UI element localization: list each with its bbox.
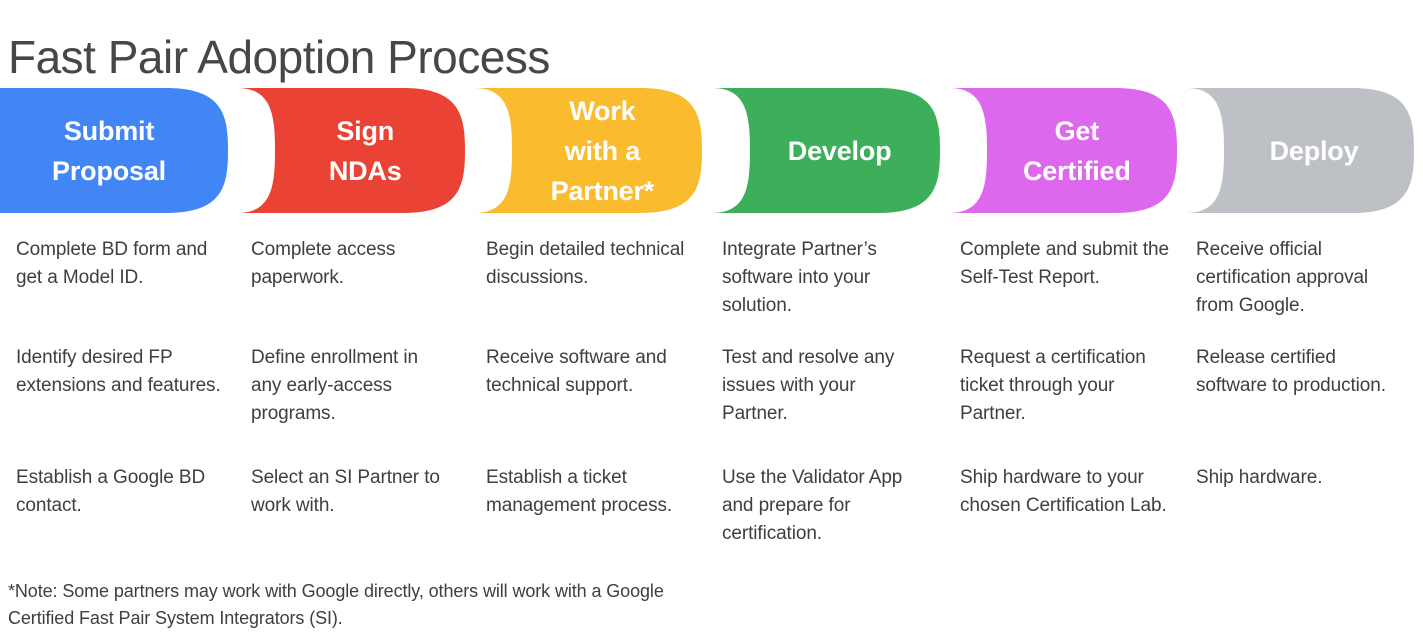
process-step-detail-item: Ship hardware.: [1196, 467, 1323, 488]
process-step-detail-item: Release certified software to production…: [1196, 347, 1386, 396]
process-step-detail-item: Receive software and technical support.: [486, 347, 667, 396]
process-step-detail-item: Integrate Partner’s software into your s…: [722, 239, 877, 316]
chevron-shape-icon: [1186, 88, 1414, 213]
footnote-note: *Note: Some partners may work with Googl…: [8, 581, 664, 628]
process-step-banner-6[interactable]: Deploy: [1186, 88, 1414, 213]
process-step-banner-band: Submit Proposal Sign NDAs Work with a Part…: [0, 88, 1423, 213]
process-step-banner-1[interactable]: Submit Proposal: [0, 88, 228, 213]
chevron-shape-icon: [474, 88, 703, 213]
chevron-shape-icon: [237, 88, 466, 213]
process-step-detail-item: Complete and submit the Self-Test Report…: [960, 239, 1169, 288]
process-step-detail-item: Establish a ticket management process.: [486, 467, 673, 516]
process-step-label-1: Submit Proposal: [52, 115, 166, 186]
process-step-label-4: Develop: [787, 135, 892, 166]
process-step-banner-2[interactable]: Sign NDAs: [237, 88, 466, 213]
process-step-detail-item: Establish a Google BD contact.: [16, 467, 206, 516]
process-step-banner-5[interactable]: Get Certified: [948, 88, 1177, 213]
process-step-banner-4[interactable]: Develop: [711, 88, 940, 213]
process-step-label-5: Get Certified: [1022, 115, 1131, 186]
process-step-detail-item: Select an SI Partner to work with.: [251, 467, 440, 516]
process-step-detail-item: Test and resolve any issues with your Pa…: [722, 347, 895, 424]
process-step-detail-item: Complete access paperwork.: [251, 239, 396, 288]
chevron-shape-icon: [948, 88, 1177, 213]
page-title: Fast Pair Adoption Process: [8, 30, 550, 83]
process-step-detail-item: Receive official certification approval …: [1196, 239, 1369, 316]
process-step-banner-3[interactable]: Work with a Partner*: [474, 88, 703, 213]
process-step-details-grid: Complete BD form and get a Model ID. Iden…: [0, 236, 1423, 546]
process-step-detail-item: Ship hardware to your chosen Certificati…: [960, 467, 1167, 516]
process-step-detail-item: Begin detailed technical discussions.: [486, 239, 685, 288]
process-step-detail-item: Complete BD form and get a Model ID.: [16, 239, 208, 288]
chevron-shape-icon: [0, 88, 228, 213]
process-step-detail-item: Identify desired FP extensions and featu…: [16, 347, 221, 396]
process-step-label-2: Sign NDAs: [328, 115, 402, 186]
chevron-shape-icon: [711, 88, 940, 213]
process-step-detail-item: Use the Validator App and prepare for ce…: [722, 467, 903, 544]
process-step-detail-item: Request a certification ticket through y…: [960, 347, 1146, 424]
process-step-label-3: Work with a Partner*: [550, 95, 655, 206]
process-step-label-6: Deploy: [1269, 135, 1359, 166]
process-step-detail-item: Define enrollment in any early-access pr…: [251, 347, 418, 424]
